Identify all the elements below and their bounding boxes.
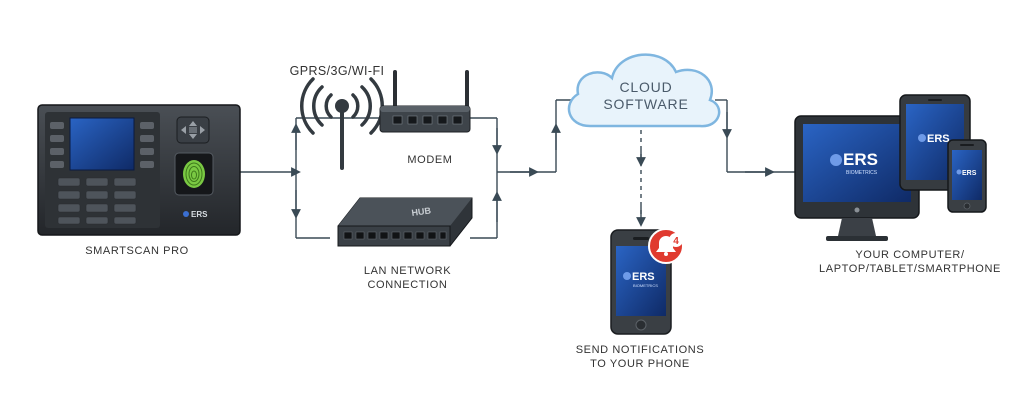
notification-bell-icon: 4 (648, 228, 684, 264)
svg-text:ERS: ERS (927, 133, 950, 145)
device-logo: ERS (183, 210, 208, 219)
lan-label-line2: CONNECTION (367, 279, 448, 291)
device-label: SMARTSCAN PRO (85, 245, 189, 257)
notification-count: 4 (673, 236, 679, 247)
notify-label-line2: TO YOUR PHONE (590, 358, 690, 370)
wireless-label: GPRS/3G/WI-FI (289, 64, 385, 78)
smartphone-brand-logo: ERS (956, 169, 977, 177)
cloud-label-line2: SOFTWARE (603, 96, 689, 112)
cloud-icon (567, 53, 721, 128)
notify-label-line1: SEND NOTIFICATIONS (575, 344, 705, 356)
lan-label-line1: LAN NETWORK (363, 265, 452, 277)
device-keypad (57, 177, 137, 225)
modem-icon (379, 70, 471, 133)
wireless-antenna-icon (299, 77, 385, 170)
smartphone-icon: ERS (947, 139, 987, 213)
monitor-brand-logo: ERS BIOMETRICS (830, 150, 878, 176)
notify-label: SEND NOTIFICATIONS TO YOUR PHONE (560, 343, 720, 371)
svg-text:BIOMETRICS: BIOMETRICS (633, 283, 658, 288)
lan-label: LAN NETWORK CONNECTION (340, 264, 475, 292)
modem-label: MODEM (407, 154, 453, 166)
device-screen (69, 117, 135, 171)
svg-text:ERS: ERS (843, 150, 878, 169)
svg-text:ERS: ERS (191, 210, 208, 219)
hub-icon: HUB (337, 197, 473, 247)
svg-text:BIOMETRICS: BIOMETRICS (846, 170, 878, 176)
svg-text:ERS: ERS (632, 271, 655, 283)
computer-label: YOUR COMPUTER/ LAPTOP/TABLET/SMARTPHONE (810, 248, 1010, 276)
computer-label-line1: YOUR COMPUTER/ (855, 249, 965, 261)
svg-text:ERS: ERS (962, 170, 977, 177)
tablet-brand-logo: ERS (918, 133, 950, 145)
phone-brand-logo: ERS BIOMETRICS (623, 271, 658, 288)
smartscan-pro-device: ERS (37, 104, 241, 236)
cloud-label-line1: CLOUD (619, 79, 673, 95)
dpad-icon (176, 116, 210, 144)
monitor-icon: ERS BIOMETRICS (794, 115, 920, 241)
hub-label: HUB (411, 205, 432, 218)
fingerprint-sensor-icon (174, 152, 214, 196)
computer-label-line2: LAPTOP/TABLET/SMARTPHONE (819, 263, 1001, 275)
cloud-label: CLOUD SOFTWARE (590, 79, 702, 113)
